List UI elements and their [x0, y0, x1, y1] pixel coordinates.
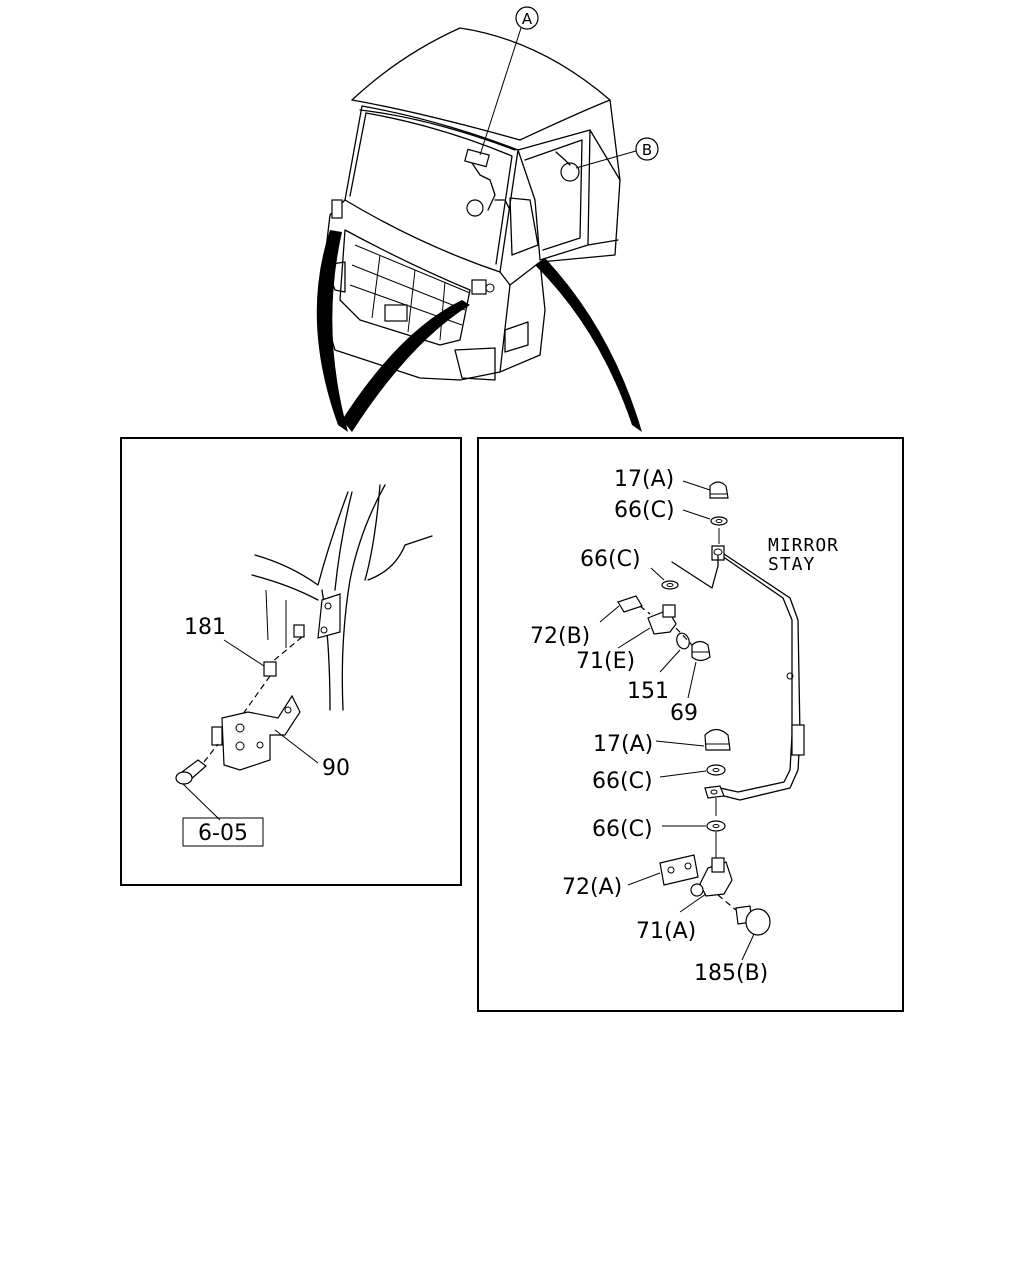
label-185b: 185(B) — [694, 961, 768, 986]
label-69: 69 — [670, 701, 698, 726]
label-71e: 71(E) — [576, 649, 635, 674]
callout-b: B — [642, 141, 652, 159]
right-detail-panel: 17(A) 66(C) 66(C) 72(B) 71(E) 151 69 17(… — [477, 437, 904, 1012]
label-17a-top: 17(A) — [614, 467, 674, 492]
mirror-stay-title-line2: STAY — [768, 554, 815, 575]
label-71a: 71(A) — [636, 919, 696, 944]
label-151: 151 — [627, 679, 669, 704]
callout-a: A — [522, 10, 533, 28]
label-17a-mid: 17(A) — [593, 732, 653, 757]
truck-cab-overview: A B — [316, 6, 659, 432]
label-6-05: 6-05 — [198, 821, 248, 846]
left-detail-panel: 181 90 6-05 — [120, 437, 462, 886]
label-66c-2: 66(C) — [580, 547, 641, 572]
label-66c-3: 66(C) — [592, 769, 653, 794]
label-181: 181 — [184, 615, 226, 640]
label-90: 90 — [322, 756, 350, 781]
label-72a: 72(A) — [562, 875, 622, 900]
mirror-stay-title-line1: MIRROR — [768, 535, 839, 556]
label-72b: 72(B) — [530, 624, 590, 649]
label-66c-1: 66(C) — [614, 498, 675, 523]
label-66c-4: 66(C) — [592, 817, 653, 842]
